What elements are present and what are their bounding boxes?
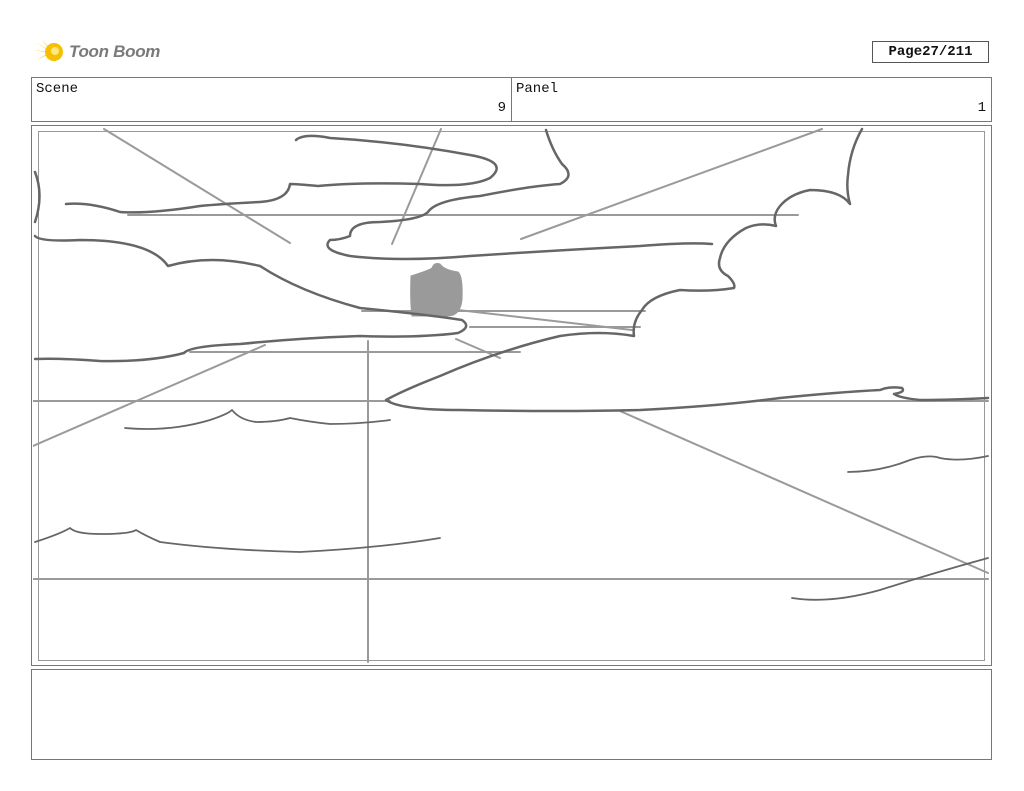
page-label: Page bbox=[888, 44, 923, 60]
panel-label: Panel bbox=[516, 81, 559, 97]
storyboard-safe-area bbox=[38, 131, 985, 661]
starburst-logo-icon bbox=[33, 38, 63, 66]
scene-cell: Scene 9 bbox=[32, 78, 511, 121]
panel-cell: Panel 1 bbox=[511, 78, 991, 121]
page-counter: Page 27/211 bbox=[872, 41, 989, 63]
panel-notes-box bbox=[31, 669, 992, 760]
toon-boom-logo: Toon Boom bbox=[33, 36, 160, 68]
scene-number: 9 bbox=[497, 100, 506, 116]
page-value: 27/211 bbox=[922, 44, 973, 60]
storyboard-panel-frame bbox=[31, 125, 992, 666]
brand-name: Toon Boom bbox=[69, 42, 161, 61]
scene-label: Scene bbox=[36, 81, 79, 97]
scene-panel-header: Scene 9 Panel 1 bbox=[31, 77, 992, 122]
storyboard-sketch bbox=[33, 127, 990, 663]
panel-number: 1 bbox=[977, 100, 986, 116]
